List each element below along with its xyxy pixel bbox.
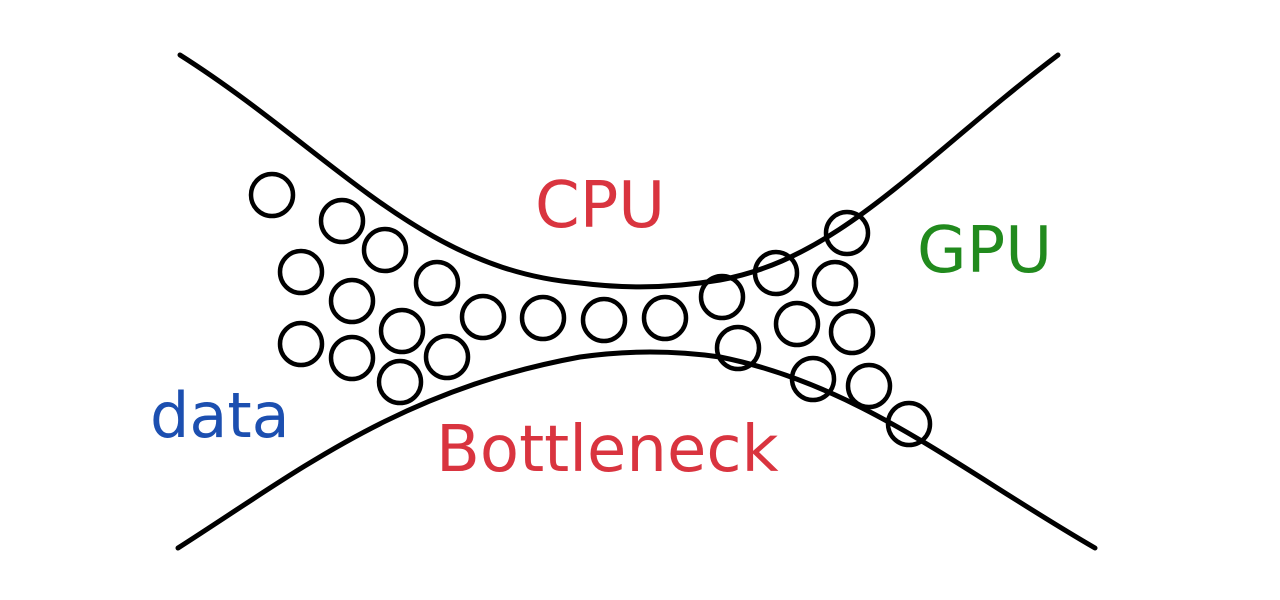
data-particle xyxy=(845,362,893,410)
data-particle xyxy=(248,171,296,219)
data-particle xyxy=(318,197,366,245)
bottleneck-label: Bottleneck xyxy=(436,413,779,487)
data-particle xyxy=(752,249,800,297)
data-particle xyxy=(328,334,376,382)
data-particle xyxy=(641,294,689,342)
data-particle xyxy=(459,293,507,341)
data-particle xyxy=(519,294,567,342)
data-particle xyxy=(828,308,876,356)
data-particles xyxy=(248,171,933,448)
data-particle xyxy=(698,273,746,321)
data-particle xyxy=(361,226,409,274)
data-particle xyxy=(823,209,871,257)
cpu-label: CPU xyxy=(535,169,666,243)
data-particle xyxy=(885,400,933,448)
data-particle xyxy=(277,320,325,368)
data-particle xyxy=(277,248,325,296)
data-particle xyxy=(328,277,376,325)
data-label: data xyxy=(150,379,290,452)
gpu-label: GPU xyxy=(917,214,1053,288)
data-particle xyxy=(714,324,762,372)
lower-boundary-curve xyxy=(175,349,1098,551)
data-particle xyxy=(376,358,424,406)
data-particle xyxy=(378,307,426,355)
data-particle xyxy=(423,333,471,381)
data-particle xyxy=(789,355,837,403)
data-particle xyxy=(580,296,628,344)
data-particle xyxy=(811,259,859,307)
data-particle xyxy=(413,259,461,307)
data-particle xyxy=(773,300,821,348)
upper-boundary-curve xyxy=(177,52,1061,290)
